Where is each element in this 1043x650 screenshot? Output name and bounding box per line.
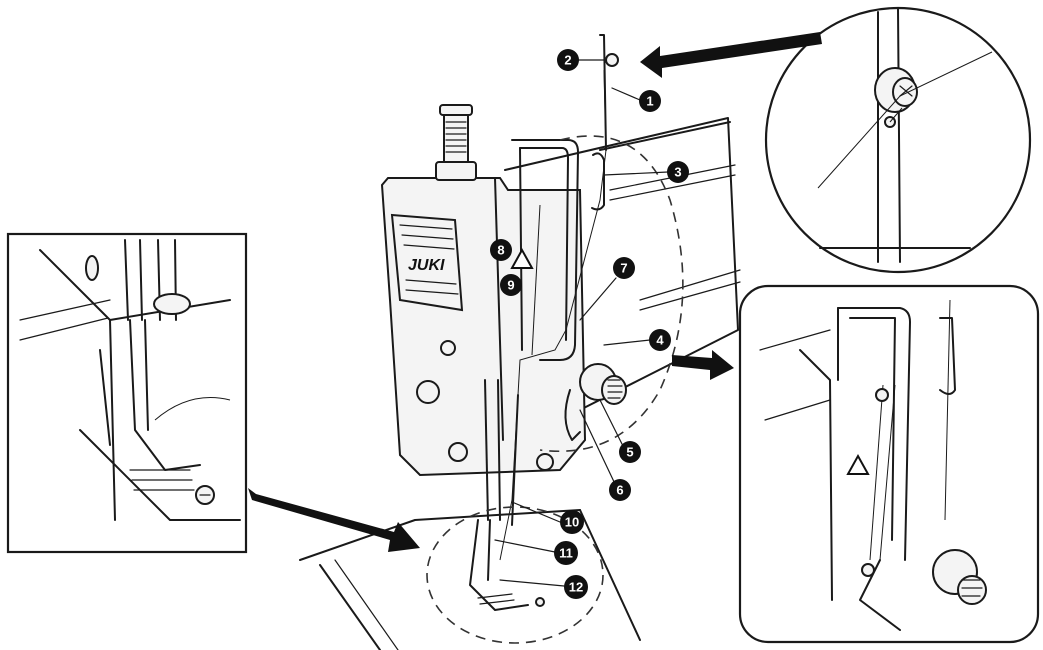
callout-8: 8: [490, 239, 512, 261]
callout-2: 2: [557, 49, 607, 71]
callout-5: 5: [599, 399, 641, 463]
face-plate-hole: [440, 340, 456, 356]
callout-1: 1: [611, 87, 661, 112]
callout-6: 6: [579, 409, 631, 501]
svg-text:9: 9: [507, 278, 514, 293]
callout-11: 11: [494, 539, 578, 565]
callout-7: 7: [579, 257, 635, 321]
juki-logo-text: JUKI: [408, 257, 445, 274]
svg-text:5: 5: [626, 445, 633, 460]
warning-triangle-icon: [846, 453, 870, 475]
warning-triangle-icon: [510, 247, 534, 269]
face-plate-hole: [536, 453, 554, 471]
detail-arrow-icon: [640, 32, 822, 78]
sewing-machine-head: JUKI: [299, 34, 741, 650]
thread-tension-assembly: [564, 363, 627, 441]
svg-text:6: 6: [616, 483, 623, 498]
juki-logo-badge: JUKI: [390, 213, 464, 312]
presser-foot: [469, 519, 545, 611]
take-up-zoom-ring: [539, 135, 684, 452]
thread-guide-disc: [605, 53, 619, 67]
callout-4: 4: [603, 329, 671, 351]
svg-text:7: 7: [620, 261, 627, 276]
detail-arrow-icon: [672, 350, 734, 380]
svg-text:11: 11: [559, 546, 573, 561]
svg-text:4: 4: [656, 333, 664, 348]
callout-9: 9: [500, 274, 522, 296]
presser-foot-zoom-ring: [426, 506, 604, 644]
thread-guide-3: [591, 152, 605, 211]
callout-12: 12: [499, 575, 588, 599]
presser-foot-closeup: [6, 232, 248, 554]
thread-guide-closeup: [764, 6, 1032, 274]
take-up-lever-closeup: [738, 284, 1040, 644]
face-plate-hole: [448, 442, 468, 462]
pressure-regulator: [435, 104, 477, 181]
svg-text:12: 12: [569, 580, 583, 595]
callout-3: 3: [603, 161, 689, 183]
detail-arrow-icon: [248, 488, 420, 552]
svg-text:1: 1: [646, 94, 653, 109]
callout-10: 10: [511, 501, 584, 534]
thread-take-up-lever: [511, 139, 579, 361]
face-plate-hole: [416, 380, 440, 404]
svg-text:3: 3: [674, 165, 681, 180]
svg-text:8: 8: [497, 243, 504, 258]
svg-text:2: 2: [564, 53, 571, 68]
svg-text:10: 10: [565, 515, 579, 530]
